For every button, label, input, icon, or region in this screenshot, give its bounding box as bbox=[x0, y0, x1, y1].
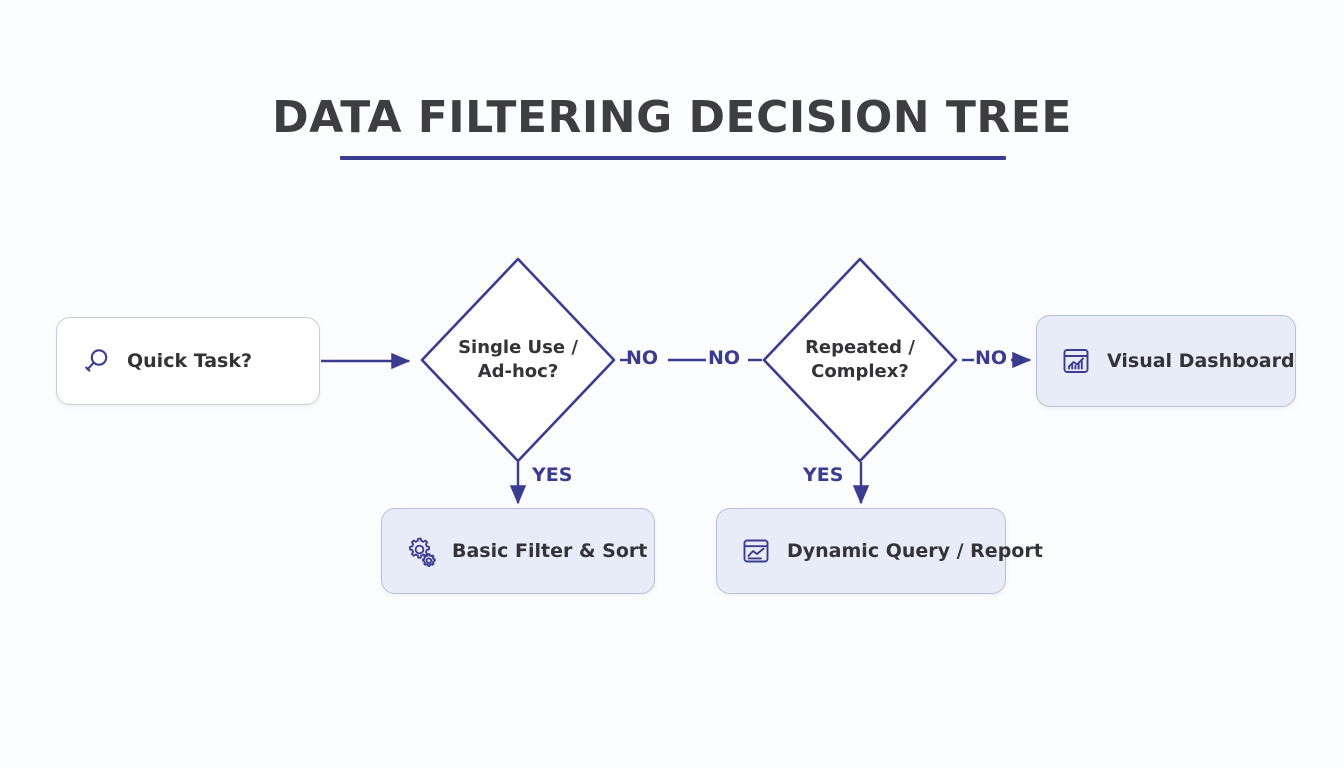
decision1-line1: Single Use / bbox=[458, 336, 578, 358]
page-title: DATA FILTERING DECISION TREE bbox=[272, 92, 1072, 143]
decision2-line2: Complex? bbox=[811, 361, 909, 382]
edge-label-yes-1: YES bbox=[532, 464, 573, 486]
diamond-shape bbox=[762, 257, 958, 463]
node-basic-filter-sort[interactable]: Basic Filter & Sort bbox=[381, 508, 655, 594]
node-dynamic-query-report-label: Dynamic Query / Report bbox=[787, 540, 1043, 562]
bar-chart-window-icon bbox=[1059, 344, 1093, 378]
node-dynamic-query-report[interactable]: Dynamic Query / Report bbox=[716, 508, 1043, 594]
magnifier-icon bbox=[79, 344, 113, 378]
decision2-line1: Repeated / bbox=[805, 336, 915, 358]
node-quick-task[interactable]: Quick Task? bbox=[56, 317, 320, 405]
node-basic-filter-sort-label: Basic Filter & Sort bbox=[452, 540, 648, 562]
title-block: DATA FILTERING DECISION TREE bbox=[0, 92, 1344, 160]
edge-label-no-2: NO bbox=[708, 347, 741, 369]
edge-label-no-1: NO bbox=[626, 347, 659, 369]
edge-label-no-3: NO bbox=[975, 347, 1008, 369]
gears-icon bbox=[404, 534, 438, 568]
title-underline bbox=[340, 156, 1006, 160]
node-visual-dashboard[interactable]: Visual Dashboard bbox=[1036, 315, 1296, 407]
decision1-line2: Ad-hoc? bbox=[477, 361, 559, 382]
node-decision-single-use-text: Single Use / Ad-hoc? bbox=[418, 255, 618, 465]
node-decision-single-use[interactable]: Single Use / Ad-hoc? bbox=[418, 255, 618, 465]
node-visual-dashboard-label: Visual Dashboard bbox=[1107, 350, 1295, 372]
node-decision-repeated-complex-text: Repeated / Complex? bbox=[760, 255, 960, 465]
node-quick-task-label: Quick Task? bbox=[127, 350, 253, 372]
edge-label-yes-2: YES bbox=[803, 464, 844, 486]
diamond-shape bbox=[420, 257, 616, 463]
node-decision-repeated-complex[interactable]: Repeated / Complex? bbox=[760, 255, 960, 465]
line-chart-window-icon bbox=[739, 534, 773, 568]
